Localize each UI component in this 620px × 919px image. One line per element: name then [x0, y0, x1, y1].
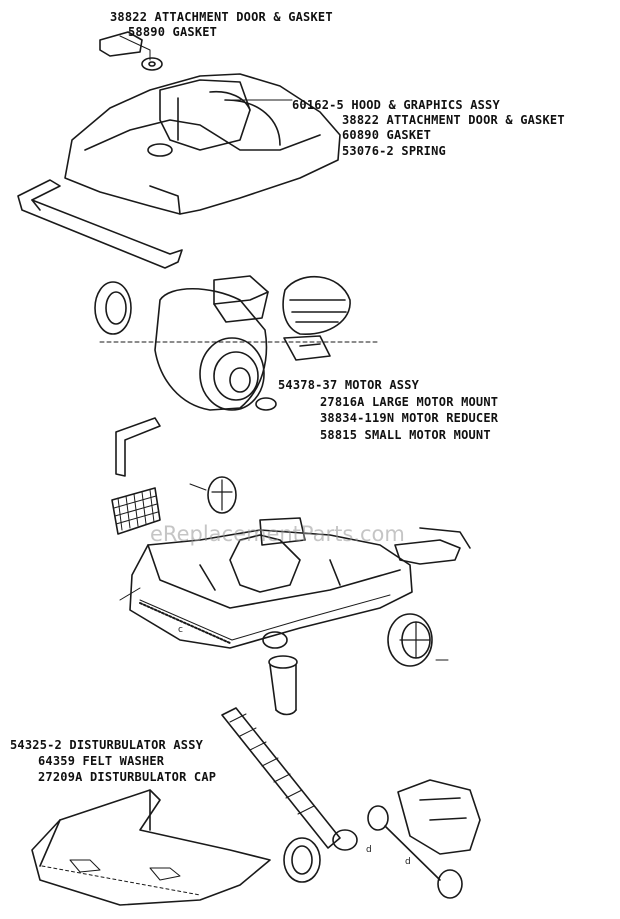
filter-grille-part [111, 487, 161, 535]
belt-part [268, 655, 298, 716]
label-disturbulator-cap: 27209A DISTURBULATOR CAP [38, 770, 217, 784]
disturbulator-roll-part [221, 707, 358, 851]
ref-letter: d [405, 857, 411, 867]
rear-wheel-part [387, 613, 449, 667]
upper-wheel-part [189, 476, 237, 514]
hood-part [64, 73, 341, 215]
label-large-motor-mount: 27816A LARGE MOTOR MOUNT [320, 395, 499, 409]
ref-letter: c [178, 625, 183, 635]
handle-bracket-part [394, 527, 471, 565]
fan-shroud-part [282, 276, 351, 361]
label-attachment-door-2: 38822 ATTACHMENT DOOR & GASKET [342, 113, 565, 127]
baseplate-part [31, 789, 271, 906]
label-spring: 53076-2 SPRING [342, 144, 446, 158]
label-motor-reducer: 38834-119N MOTOR REDUCER [320, 411, 499, 425]
label-hood-graphics: 60162-5 HOOD & GRAPHICS ASSY [292, 98, 500, 112]
label-felt-washer: 64359 FELT WASHER [38, 754, 165, 768]
label-attachment-door: 38822 ATTACHMENT DOOR & GASKET [110, 10, 333, 24]
axle-assembly-part [367, 779, 481, 899]
felt-washer-part [283, 837, 321, 883]
label-gasket-2: 60890 GASKET [342, 128, 432, 142]
bumper-strip-part [17, 179, 183, 269]
cover-plate-part [115, 417, 161, 477]
ref-letter: d [366, 845, 372, 855]
label-small-motor-mount: 58815 SMALL MOTOR MOUNT [320, 428, 491, 442]
watermark: eReplacementParts.com [150, 522, 405, 546]
motor-reducer-part [94, 281, 132, 335]
base-housing-part [119, 517, 413, 649]
label-gasket: 58890 GASKET [128, 25, 218, 39]
attachment-door-part [99, 31, 163, 71]
motor-part [154, 275, 277, 411]
label-disturbulator-assy: 54325-2 DISTURBULATOR ASSY [10, 738, 204, 752]
label-motor-assy: 54378-37 MOTOR ASSY [278, 378, 420, 392]
